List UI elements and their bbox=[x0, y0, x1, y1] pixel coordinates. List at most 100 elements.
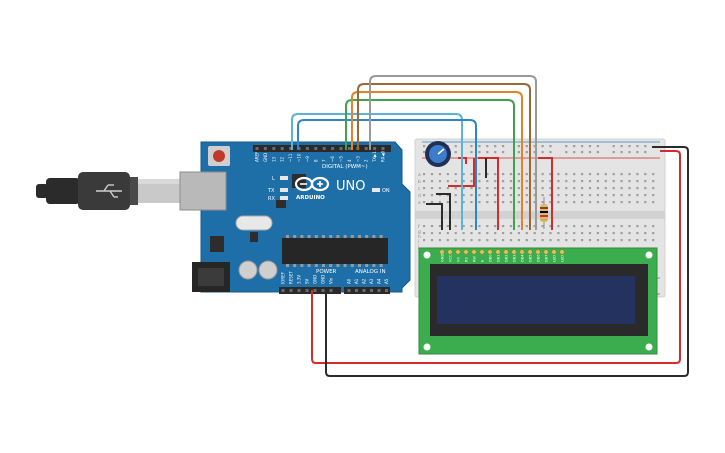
breadboard-hole[interactable] bbox=[486, 173, 489, 176]
breadboard-hole[interactable] bbox=[454, 180, 457, 183]
breadboard-hole[interactable] bbox=[502, 225, 505, 228]
breadboard-hole[interactable] bbox=[478, 180, 481, 183]
breadboard-hole[interactable] bbox=[604, 225, 607, 228]
breadboard-hole[interactable] bbox=[470, 151, 473, 154]
breadboard-hole[interactable] bbox=[533, 173, 536, 176]
breadboard-hole[interactable] bbox=[430, 180, 434, 183]
breadboard-hole[interactable] bbox=[557, 225, 560, 228]
breadboard-hole[interactable] bbox=[581, 173, 584, 176]
breadboard-hole[interactable] bbox=[581, 151, 584, 154]
breadboard-hole[interactable] bbox=[470, 225, 473, 228]
breadboard-hole[interactable] bbox=[509, 232, 513, 235]
breadboard-hole[interactable] bbox=[573, 151, 576, 154]
breadboard-hole[interactable] bbox=[462, 225, 465, 228]
breadboard-hole[interactable] bbox=[533, 201, 536, 204]
digital-pin-hole[interactable] bbox=[263, 147, 267, 150]
lcd-pin[interactable] bbox=[447, 249, 453, 255]
breadboard-hole[interactable] bbox=[533, 187, 536, 190]
lcd-pin[interactable] bbox=[535, 249, 541, 255]
analog-pin-hole[interactable] bbox=[347, 289, 351, 292]
breadboard-hole[interactable] bbox=[541, 145, 544, 148]
breadboard-hole[interactable] bbox=[454, 194, 457, 197]
breadboard-hole[interactable] bbox=[652, 194, 655, 197]
breadboard-hole[interactable] bbox=[486, 180, 489, 183]
lcd-pin[interactable] bbox=[527, 249, 533, 255]
breadboard-hole[interactable] bbox=[517, 145, 520, 148]
breadboard-hole[interactable] bbox=[573, 201, 576, 204]
breadboard-hole[interactable] bbox=[557, 180, 560, 183]
digital-pin-hole[interactable] bbox=[347, 147, 351, 150]
lcd-pin[interactable] bbox=[551, 249, 557, 255]
breadboard-hole[interactable] bbox=[446, 173, 449, 176]
breadboard-hole[interactable] bbox=[462, 180, 465, 183]
breadboard-hole[interactable] bbox=[573, 225, 576, 228]
breadboard-hole[interactable] bbox=[478, 173, 481, 176]
breadboard-hole[interactable] bbox=[549, 173, 552, 176]
breadboard-hole[interactable] bbox=[486, 239, 489, 242]
breadboard-hole[interactable] bbox=[486, 225, 489, 228]
breadboard-hole[interactable] bbox=[423, 194, 426, 197]
digital-pin-hole[interactable] bbox=[331, 147, 335, 150]
breadboard-hole[interactable] bbox=[462, 173, 465, 176]
breadboard-hole[interactable] bbox=[628, 194, 631, 197]
breadboard-hole[interactable] bbox=[494, 180, 497, 183]
breadboard-hole[interactable] bbox=[478, 145, 481, 148]
breadboard-hole[interactable] bbox=[446, 201, 449, 204]
breadboard-hole[interactable] bbox=[494, 201, 497, 204]
breadboard-hole[interactable] bbox=[644, 201, 647, 204]
breadboard-hole[interactable] bbox=[423, 173, 426, 176]
breadboard-hole[interactable] bbox=[423, 225, 426, 228]
breadboard-hole[interactable] bbox=[533, 145, 536, 148]
breadboard-hole[interactable] bbox=[565, 145, 568, 148]
breadboard-hole[interactable] bbox=[525, 151, 528, 154]
lcd-pin[interactable] bbox=[503, 249, 509, 255]
breadboard-hole[interactable] bbox=[541, 194, 544, 197]
power-pin-hole[interactable] bbox=[313, 289, 317, 292]
digital-pin-hole[interactable] bbox=[364, 147, 368, 150]
breadboard-hole[interactable] bbox=[533, 151, 536, 154]
breadboard-hole[interactable] bbox=[581, 180, 584, 183]
breadboard-hole[interactable] bbox=[486, 151, 489, 154]
breadboard-hole[interactable] bbox=[502, 151, 505, 154]
breadboard-hole[interactable] bbox=[541, 232, 544, 235]
breadboard-hole[interactable] bbox=[423, 151, 426, 154]
breadboard-hole[interactable] bbox=[596, 239, 599, 242]
breadboard-hole[interactable] bbox=[478, 151, 481, 154]
breadboard-hole[interactable] bbox=[620, 151, 623, 154]
breadboard-hole[interactable] bbox=[478, 232, 481, 235]
breadboard-hole[interactable] bbox=[509, 180, 513, 183]
analog-header[interactable] bbox=[344, 287, 390, 294]
breadboard-hole[interactable] bbox=[502, 187, 505, 190]
breadboard-hole[interactable] bbox=[446, 232, 449, 235]
breadboard-hole[interactable] bbox=[533, 225, 536, 228]
digital-pin-hole[interactable] bbox=[305, 147, 309, 150]
breadboard-hole[interactable] bbox=[628, 239, 631, 242]
breadboard-hole[interactable] bbox=[438, 239, 441, 242]
breadboard-hole[interactable] bbox=[423, 239, 426, 242]
breadboard-hole[interactable] bbox=[644, 232, 647, 235]
breadboard-hole[interactable] bbox=[454, 232, 457, 235]
breadboard-hole[interactable] bbox=[423, 201, 426, 204]
breadboard-hole[interactable] bbox=[565, 194, 568, 197]
breadboard-hole[interactable] bbox=[517, 173, 520, 176]
breadboard-hole[interactable] bbox=[644, 145, 647, 148]
power-pin-hole[interactable] bbox=[305, 289, 309, 292]
breadboard-hole[interactable] bbox=[620, 173, 623, 176]
breadboard-hole[interactable] bbox=[644, 239, 647, 242]
breadboard-hole[interactable] bbox=[596, 180, 599, 183]
breadboard-hole[interactable] bbox=[604, 180, 607, 183]
breadboard-hole[interactable] bbox=[636, 232, 639, 235]
analog-pin-hole[interactable] bbox=[377, 289, 381, 292]
breadboard-hole[interactable] bbox=[636, 180, 639, 183]
lcd-pin[interactable] bbox=[479, 249, 485, 255]
breadboard-hole[interactable] bbox=[462, 239, 465, 242]
breadboard-hole[interactable] bbox=[446, 239, 449, 242]
breadboard-hole[interactable] bbox=[438, 225, 441, 228]
breadboard-hole[interactable] bbox=[454, 173, 457, 176]
breadboard-hole[interactable] bbox=[588, 145, 592, 148]
breadboard-hole[interactable] bbox=[454, 145, 457, 148]
breadboard-hole[interactable] bbox=[525, 173, 528, 176]
analog-pin-hole[interactable] bbox=[370, 289, 373, 292]
breadboard-hole[interactable] bbox=[525, 180, 528, 183]
breadboard-hole[interactable] bbox=[620, 239, 623, 242]
